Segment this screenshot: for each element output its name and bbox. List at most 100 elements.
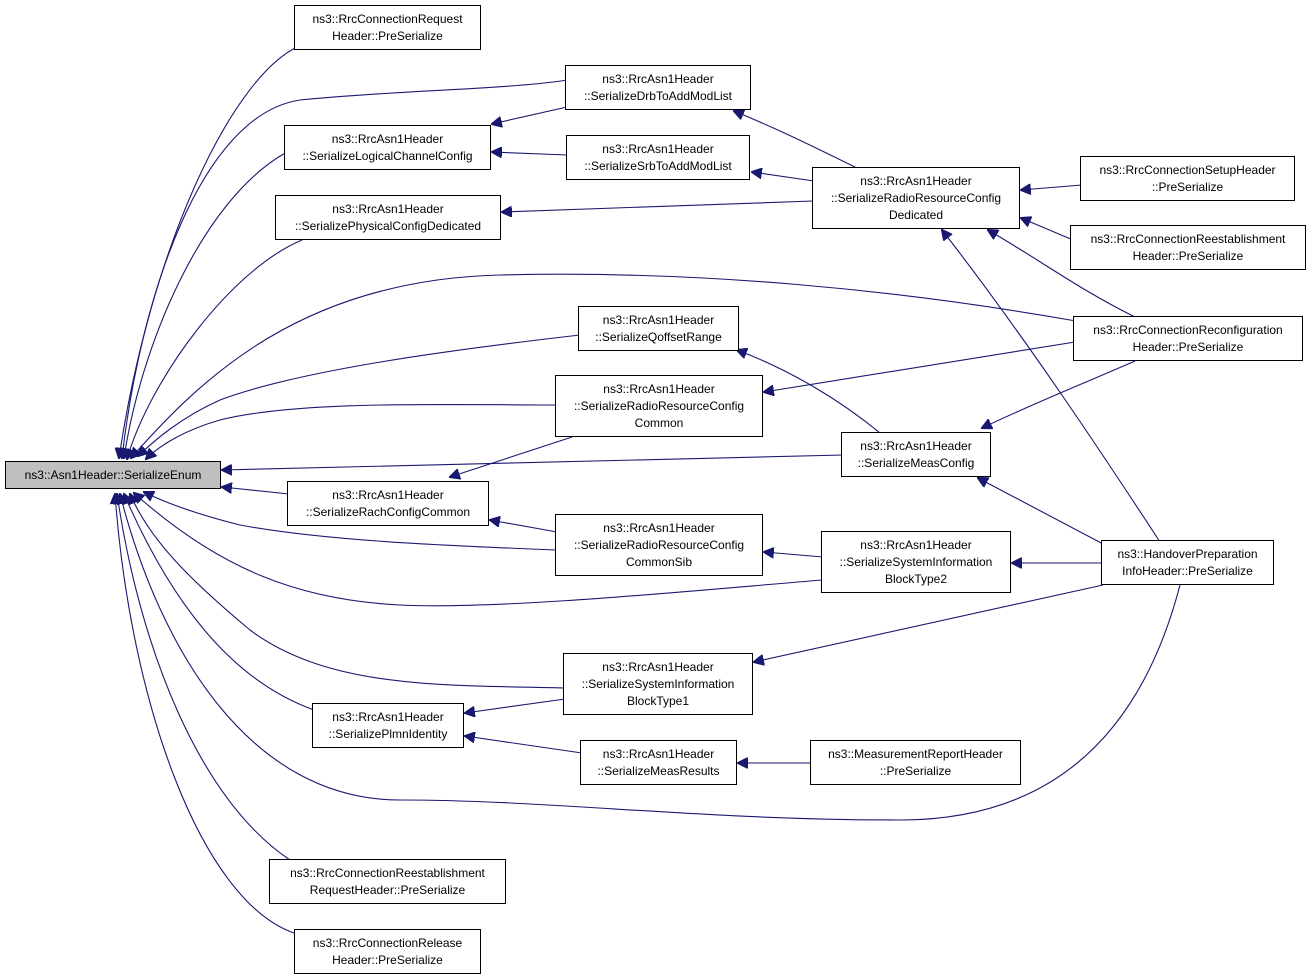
node-line: ns3::RrcAsn1Header xyxy=(332,201,444,216)
node-line: ::SerializeLogicalChannelConfig xyxy=(302,148,473,163)
edge-rrccom-root xyxy=(146,403,557,459)
edge-handover-root xyxy=(120,494,1181,821)
node-line: BlockType1 xyxy=(626,693,690,708)
node-line: ::SerializeMeasConfig xyxy=(857,455,975,470)
node-line: ::SerializeDrbToAddModList xyxy=(583,88,733,103)
node-line: ns3::MeasurementReportHeader xyxy=(828,746,1003,761)
node-line: ns3::RrcAsn1Header xyxy=(602,312,715,327)
node-line: ::SerializePhysicalConfigDedicated xyxy=(294,218,482,233)
node-line: RequestHeader::PreSerialize xyxy=(309,882,466,897)
node-serializemeasconfig[interactable]: ns3::RrcAsn1Header ::SerializeMeasConfig xyxy=(841,432,991,477)
node-serializedrbtoaddmodlist[interactable]: ns3::RrcAsn1Header ::SerializeDrbToAddMo… xyxy=(565,65,751,110)
node-serializesysteminformationblocktype1[interactable]: ns3::RrcAsn1Header ::SerializeSystemInfo… xyxy=(563,653,753,715)
node-line: ::PreSerialize xyxy=(1151,179,1224,194)
edge-meascfg-root xyxy=(222,454,844,470)
node-serializeradioresourceconfigdedicated[interactable]: ns3::RrcAsn1Header ::SerializeRadioResou… xyxy=(812,167,1020,229)
edge-setup-rrcded xyxy=(1021,185,1083,190)
node-serializephysicalconfigdedicated[interactable]: ns3::RrcAsn1Header ::SerializePhysicalCo… xyxy=(275,195,501,240)
node-line: ns3::RrcConnectionReestablishment xyxy=(1090,231,1286,246)
edge-rach-root xyxy=(222,487,290,495)
edge-measres-plmn xyxy=(465,736,583,754)
node-serializemeasresults[interactable]: ns3::RrcAsn1Header ::SerializeMeasResult… xyxy=(580,740,737,785)
node-serializeqoffsetrange[interactable]: ns3::RrcAsn1Header ::SerializeQoffsetRan… xyxy=(578,306,739,351)
edge-handover-meascfg xyxy=(978,478,1106,546)
edge-sib2-root xyxy=(134,493,823,607)
node-line: ns3::RrcConnectionReestablishment xyxy=(290,865,485,880)
node-line: Common xyxy=(634,415,684,430)
node-handoverpreparationinfo-preserialize[interactable]: ns3::HandoverPreparation InfoHeader::Pre… xyxy=(1101,540,1274,585)
node-measurementreport-preserialize[interactable]: ns3::MeasurementReportHeader ::PreSerial… xyxy=(810,740,1021,785)
node-line: ns3::RrcConnectionReconfiguration xyxy=(1093,322,1283,337)
edge-reconf-root xyxy=(131,273,1077,458)
edge-rrccom-rach xyxy=(450,436,573,477)
edge-rrcsib-rach xyxy=(490,520,558,533)
node-line: BlockType2 xyxy=(884,571,948,586)
edge-sib1-root xyxy=(130,494,566,689)
node-rrcconnectionsetup-preserialize[interactable]: ns3::RrcConnectionSetupHeader ::PreSeria… xyxy=(1080,156,1295,201)
edge-sib1-plmn xyxy=(465,698,566,713)
edge-reestreq-root xyxy=(117,494,291,861)
edge-drb-logch xyxy=(492,106,568,124)
node-line: ns3::RrcAsn1Header xyxy=(860,537,972,552)
node-line: ns3::Asn1Header::SerializeEnum xyxy=(24,467,202,482)
node-line: Dedicated xyxy=(888,207,944,222)
node-line: ::SerializeSrbToAddModList xyxy=(584,158,732,173)
node-line: ::SerializePlmnIdentity xyxy=(328,726,448,741)
node-line: ::SerializeQoffsetRange xyxy=(595,329,722,344)
node-rrcconnectionreestablishmentrequest-preserialize[interactable]: ns3::RrcConnectionReestablishment Reques… xyxy=(269,859,506,904)
edge-handover-sib1 xyxy=(754,584,1104,662)
node-serializesrbtoaddmodlist[interactable]: ns3::RrcAsn1Header ::SerializeSrbToAddMo… xyxy=(566,135,750,180)
node-line: Header::PreSerialize xyxy=(1132,248,1244,263)
edge-drb-root xyxy=(122,79,569,458)
node-serializeplmnidentity[interactable]: ns3::RrcAsn1Header ::SerializePlmnIdenti… xyxy=(312,703,464,748)
node-line: ns3::RrcAsn1Header xyxy=(603,520,715,535)
edge-handover-rrcded xyxy=(942,230,1161,543)
node-line: ::SerializeRadioResourceConfig xyxy=(830,190,1002,205)
edge-meascfg-qoff xyxy=(737,350,881,434)
node-line: ns3::RrcAsn1Header xyxy=(332,487,444,502)
node-line: ns3::RrcAsn1Header xyxy=(860,173,972,188)
edge-reest-rrcded xyxy=(1021,218,1074,241)
edge-rrcded-srb xyxy=(752,172,815,182)
node-line: ::SerializeSystemInformation xyxy=(839,554,993,569)
node-line: ns3::RrcAsn1Header xyxy=(603,381,715,396)
node-line: ns3::RrcAsn1Header xyxy=(331,131,444,146)
node-line: ns3::RrcAsn1Header xyxy=(860,438,972,453)
edge-qoff-root xyxy=(138,334,581,456)
edge-srb-logch xyxy=(492,152,568,155)
node-line: ::SerializeRadioResourceConfig xyxy=(573,537,745,552)
node-rrcconnectionreestablishment-preserialize[interactable]: ns3::RrcConnectionReestablishment Header… xyxy=(1070,225,1306,270)
node-serializeradioresourceconfigcommon[interactable]: ns3::RrcAsn1Header ::SerializeRadioResou… xyxy=(555,375,763,437)
node-line: ::PreSerialize xyxy=(879,763,952,778)
node-line: Header::PreSerialize xyxy=(332,952,443,967)
edge-reconf-rrcded xyxy=(988,230,1136,318)
edge-rrcded-phys xyxy=(502,200,814,212)
node-line: ns3::RrcAsn1Header xyxy=(602,746,715,761)
node-serializelogicalchannelconfig[interactable]: ns3::RrcAsn1Header ::SerializeLogicalCha… xyxy=(284,125,491,170)
node-line: InfoHeader::PreSerialize xyxy=(1122,563,1253,578)
node-line: ::SerializeRadioResourceConfig xyxy=(573,398,745,413)
node-line: ::SerializeSystemInformation xyxy=(581,676,735,691)
node-line: ns3::RrcAsn1Header xyxy=(332,709,444,724)
node-line: ns3::RrcConnectionRelease xyxy=(312,935,463,950)
node-rrcconnectionrequest-preserialize[interactable]: ns3::RrcConnectionRequest Header::PreSer… xyxy=(294,5,481,50)
node-rrcconnectionrelease-preserialize[interactable]: ns3::RrcConnectionRelease Header::PreSer… xyxy=(294,929,481,974)
edge-sib2-rrcsib xyxy=(764,552,824,557)
edge-plmn-root xyxy=(124,494,315,711)
edge-rrcsib-root xyxy=(144,492,557,551)
node-line: Header::PreSerialize xyxy=(332,28,443,43)
edge-release-root xyxy=(115,494,295,934)
node-line: ns3::HandoverPreparation xyxy=(1117,546,1258,561)
node-rrcconnectionreconfiguration-preserialize[interactable]: ns3::RrcConnectionReconfiguration Header… xyxy=(1073,316,1303,361)
node-line: ns3::RrcConnectionSetupHeader xyxy=(1099,162,1276,177)
node-serializeradioresourceconfigcommonsib[interactable]: ns3::RrcAsn1Header ::SerializeRadioResou… xyxy=(555,514,763,576)
node-line: Header::PreSerialize xyxy=(1132,339,1244,354)
node-line: ::SerializeRachConfigCommon xyxy=(305,504,471,519)
node-line: ns3::RrcAsn1Header xyxy=(602,659,714,674)
node-serializesysteminformationblocktype2[interactable]: ns3::RrcAsn1Header ::SerializeSystemInfo… xyxy=(821,531,1011,593)
edge-reconf-meascfg xyxy=(982,360,1136,428)
edge-phys-root xyxy=(127,239,303,459)
node-line: ::SerializeMeasResults xyxy=(597,763,720,778)
node-serializerachconfigcommon[interactable]: ns3::RrcAsn1Header ::SerializeRachConfig… xyxy=(287,481,489,526)
node-line: CommonSib xyxy=(625,554,693,569)
